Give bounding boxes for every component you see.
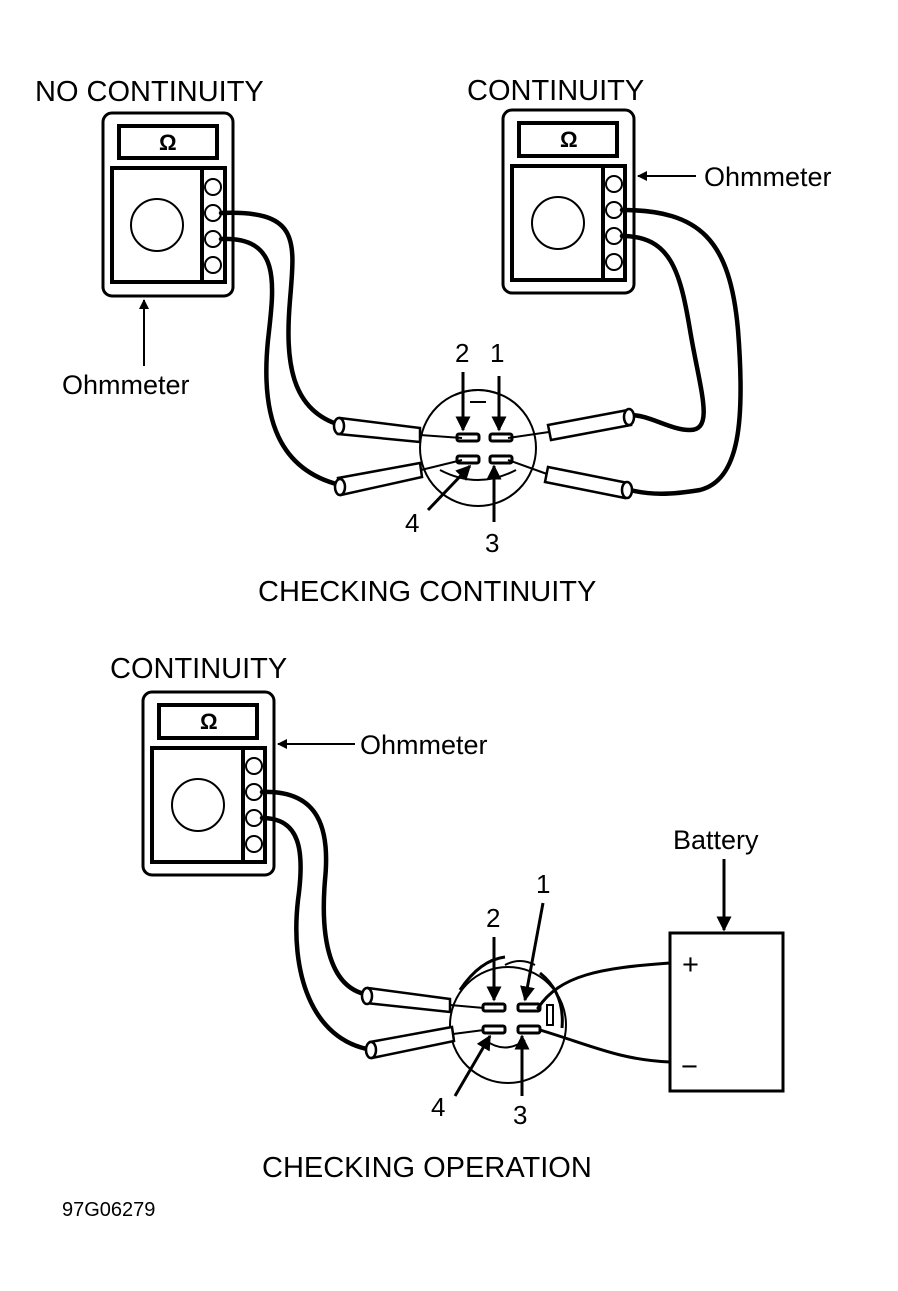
ohmmeter-left-label: Ohmmeter	[62, 370, 190, 400]
lead-wire	[619, 233, 706, 433]
battery-wire-negative	[538, 1028, 672, 1064]
probe	[360, 986, 485, 1014]
ohm-symbol-icon: Ω	[159, 130, 177, 155]
probe	[333, 459, 463, 497]
switch-connector	[449, 955, 567, 1084]
continuity-title-bottom: CONTINUITY	[110, 653, 287, 685]
terminal-label-4: 4	[405, 508, 419, 538]
lead-wire	[218, 210, 343, 428]
pointer-arrow-icon	[453, 1034, 492, 1097]
lead-wire	[218, 236, 343, 488]
continuity-panel: NO CONTINUITY Ω Ohmmeter CONTINUITY Ω	[35, 75, 832, 608]
ohmmeter-left: Ω	[101, 111, 235, 298]
meter-dial-icon	[531, 196, 585, 250]
no-continuity-title: NO CONTINUITY	[35, 76, 264, 108]
probe	[507, 407, 636, 442]
operation-panel: CONTINUITY Ω Ohmmeter	[110, 653, 785, 1184]
terminal-label-2: 2	[455, 338, 469, 368]
caption-checking-operation: CHECKING OPERATION	[262, 1152, 592, 1184]
ohmmeter-right-label: Ohmmeter	[704, 162, 832, 192]
ohmmeter-bottom-label: Ohmmeter	[360, 730, 488, 760]
meter-dial-icon	[171, 778, 225, 832]
probe	[332, 416, 463, 444]
lead-wire	[619, 207, 743, 496]
pointer-arrow-icon	[520, 902, 545, 1002]
pointer-arrow-icon	[426, 464, 472, 512]
figure-id: 97G06279	[62, 1199, 155, 1221]
lead-wire	[259, 789, 373, 998]
terminal-label-3: 3	[513, 1100, 527, 1130]
battery-wire-positive	[536, 961, 672, 1010]
battery: + −	[668, 931, 785, 1093]
terminal-label-3: 3	[485, 528, 499, 558]
caption-checking-continuity: CHECKING CONTINUITY	[258, 576, 596, 608]
ohmmeter-right: Ω	[501, 108, 636, 295]
terminal-label-1: 1	[490, 338, 504, 368]
battery-label: Battery	[673, 825, 759, 855]
continuity-title-top: CONTINUITY	[467, 75, 644, 107]
lead-wire	[259, 815, 375, 1053]
terminal-label-1: 1	[536, 869, 550, 899]
ohmmeter-bottom: Ω	[141, 690, 276, 877]
ohm-symbol-icon: Ω	[560, 127, 578, 152]
terminal-label-4: 4	[431, 1092, 445, 1122]
terminal-label-2: 2	[486, 903, 500, 933]
meter-dial-icon	[130, 198, 184, 252]
switch-connector	[419, 389, 537, 507]
probe	[507, 459, 634, 500]
battery-minus-terminal: −	[681, 1051, 698, 1083]
probe	[364, 1025, 485, 1060]
battery-plus-terminal: +	[682, 949, 699, 981]
ohm-symbol-icon: Ω	[200, 709, 218, 734]
